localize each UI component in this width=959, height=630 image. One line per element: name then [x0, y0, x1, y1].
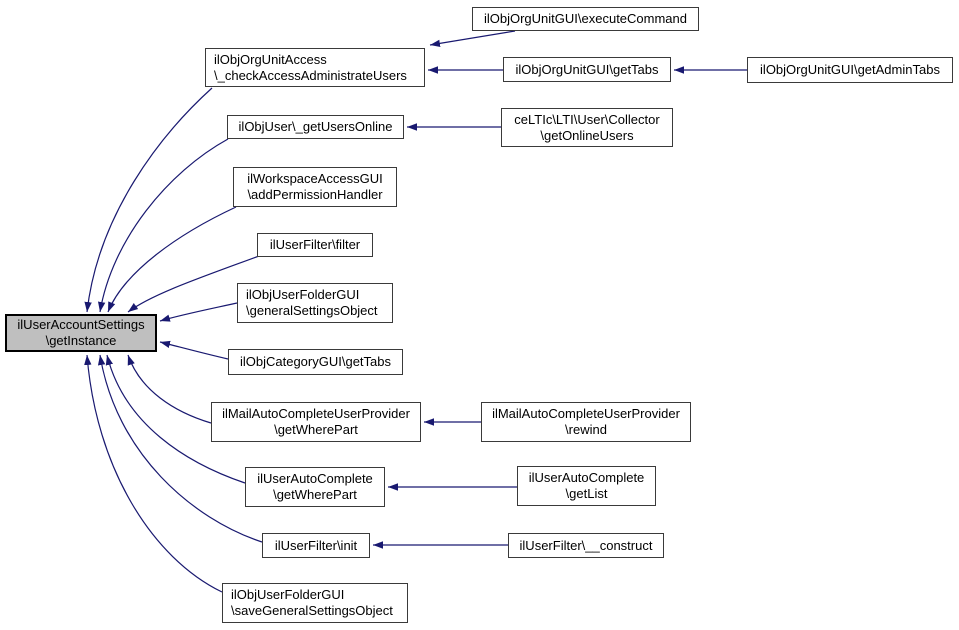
graph-node-getList[interactable]: ilUserAutoComplete\getList	[517, 466, 656, 506]
graph-node-usersOnline[interactable]: ilObjUser\_getUsersOnline	[227, 115, 404, 139]
graph-node-label: ilWorkspaceAccessGUI	[247, 171, 383, 186]
graph-node-label: \_checkAccessAdministrateUsers	[214, 67, 407, 83]
graph-node-label: ilUserAutoComplete	[528, 470, 645, 485]
graph-node-construct[interactable]: ilUserFilter\__construct	[508, 533, 664, 558]
graph-node-exec[interactable]: ilObjOrgUnitGUI\executeCommand	[472, 7, 699, 31]
edge-mailGetWhere-to-main	[127, 354, 212, 424]
graph-node-label: ceLTIc\LTI\User\Collector	[514, 111, 660, 127]
graph-node-label: \generalSettingsObject	[246, 303, 378, 318]
graph-node-label: \getList	[565, 486, 608, 501]
graph-node-saveGeneral[interactable]: ilObjUserFolderGUI\saveGeneralSettingsOb…	[222, 583, 408, 623]
graph-node-label: ilUserAccountSettings	[17, 317, 145, 332]
edge-saveGeneral-to-main	[84, 354, 223, 593]
graph-node-label: \saveGeneralSettingsObject	[231, 603, 393, 618]
graph-node-label: ilObjOrgUnitGUI\getAdminTabs	[760, 62, 940, 77]
graph-node-userAutoGetWhere[interactable]: ilUserAutoComplete\getWherePart	[245, 467, 385, 507]
graph-node-mailRewind[interactable]: ilMailAutoCompleteUserProvider\rewind	[481, 402, 691, 442]
graph-node-tabs[interactable]: ilObjOrgUnitGUI\getTabs	[503, 57, 671, 82]
graph-node-label: ilObjOrgUnitGUI\executeCommand	[483, 11, 688, 26]
graph-node-label: \addPermissionHandler	[247, 187, 383, 202]
edge-usersOnline-to-main	[98, 138, 229, 313]
graph-node-workspace[interactable]: ilWorkspaceAccessGUI\addPermissionHandle…	[233, 167, 397, 207]
edge-filterInit-to-main	[97, 354, 263, 543]
edge-exec-to-orgAccess	[429, 30, 516, 48]
graph-node-label: ilObjOrgUnitAccess	[214, 51, 327, 67]
graph-node-adminTabs[interactable]: ilObjOrgUnitGUI\getAdminTabs	[747, 57, 953, 83]
graph-node-label: ilUserFilter\init	[274, 537, 358, 553]
graph-node-mailGetWhere[interactable]: ilMailAutoCompleteUserProvider\getWhereP…	[211, 402, 421, 442]
graph-node-label: ilObjCategoryGUI\getTabs	[239, 354, 391, 369]
graph-node-celtic[interactable]: ceLTIc\LTI\User\Collector\getOnlineUsers	[501, 108, 673, 147]
graph-node-generalSettings[interactable]: ilObjUserFolderGUI\generalSettingsObject	[237, 283, 393, 323]
graph-node-filter[interactable]: ilUserFilter\filter	[257, 233, 373, 257]
graph-node-label: ilObjUser\_getUsersOnline	[238, 119, 393, 134]
graph-node-label: ilUserFilter\filter	[269, 237, 361, 252]
graph-node-label: ilUserAutoComplete	[257, 471, 373, 486]
graph-node-label: ilMailAutoCompleteUserProvider	[222, 406, 410, 421]
graph-node-label: \getWherePart	[274, 422, 358, 437]
edge-generalSettings-to-main	[159, 302, 238, 322]
graph-node-label: \getOnlineUsers	[540, 127, 634, 143]
graph-node-label: ilObjOrgUnitGUI\getTabs	[515, 61, 659, 77]
graph-node-label: ilMailAutoCompleteUserProvider	[492, 406, 680, 421]
graph-node-label: ilObjUserFolderGUI	[231, 587, 345, 602]
edge-orgAccess-to-main	[84, 87, 213, 313]
graph-node-label: ilObjUserFolderGUI	[246, 287, 360, 302]
graph-node-filterInit[interactable]: ilUserFilter\init	[262, 533, 370, 558]
graph-node-label: \getInstance	[45, 333, 117, 348]
graph-node-categoryTabs[interactable]: ilObjCategoryGUI\getTabs	[228, 349, 403, 375]
edge-categoryTabs-to-main	[159, 340, 229, 360]
graph-node-main: ilUserAccountSettings\getInstance	[5, 314, 157, 352]
graph-node-label: \rewind	[565, 422, 607, 437]
graph-node-label: ilUserFilter\__construct	[519, 537, 653, 553]
graph-node-label: \getWherePart	[273, 487, 357, 502]
graph-node-orgAccess[interactable]: ilObjOrgUnitAccess\_checkAccessAdministr…	[205, 48, 425, 87]
edge-workspace-to-main	[107, 206, 237, 313]
